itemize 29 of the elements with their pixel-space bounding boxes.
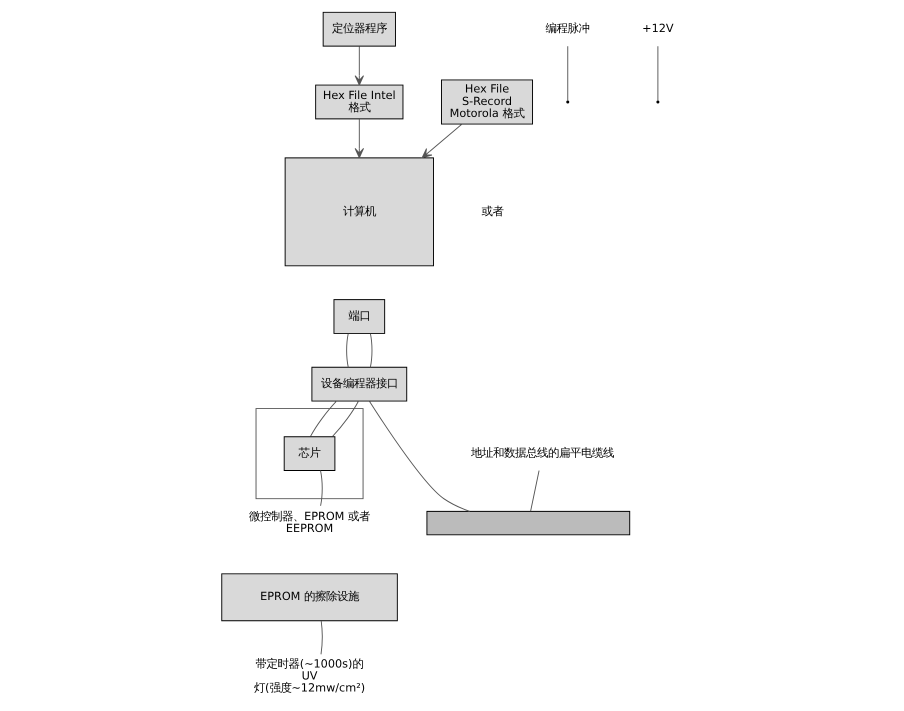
arrow (421, 124, 462, 158)
node-text: +12V (642, 22, 674, 36)
connector (369, 333, 372, 368)
connector (320, 470, 322, 506)
node-box: Hex File Intel 格式 (314, 84, 403, 120)
node-text: 微控制器、EPROM 或者 EEPROM (248, 510, 370, 536)
node-box: 定位器程序 (322, 12, 396, 47)
node-text: 编程脉冲 (545, 22, 590, 36)
connector (566, 46, 568, 102)
connector (530, 470, 540, 512)
connector (332, 400, 358, 437)
node-bar (426, 510, 630, 536)
arrow (354, 46, 364, 86)
node-text: 带定时器(~1000s)的 UV 灯(强度~12mw/cm²) (253, 657, 365, 695)
cluster (255, 408, 364, 500)
node-box: 计算机 (284, 157, 434, 266)
node-box: 设备编程器接口 (310, 366, 407, 402)
connector (346, 333, 348, 368)
node-box: 端口 (332, 299, 385, 334)
node-box: EPROM 的擦除设施 (220, 573, 398, 622)
connector (656, 46, 658, 102)
node-box: 芯片 (283, 436, 335, 471)
node-text: 地址和数据总线的扁平电缆线 (470, 446, 614, 460)
node-box: Hex File S-Record Motorola 格式 (440, 79, 533, 125)
connector (310, 400, 337, 437)
connector (320, 620, 322, 655)
arrow (354, 118, 364, 158)
label: 或者 (481, 204, 504, 218)
connector (368, 400, 470, 512)
